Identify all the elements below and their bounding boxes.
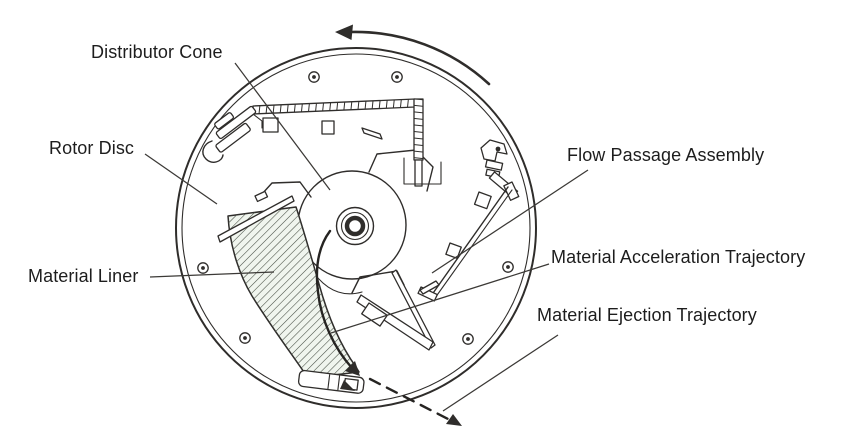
strip-foot-bracket (403, 157, 442, 185)
wear-tip-right (480, 139, 520, 201)
port-sliver (419, 280, 440, 295)
bolt-holes (197, 71, 514, 345)
material-acceleration-trajectory (315, 229, 360, 376)
bolt-icon (239, 332, 251, 344)
bolt-icon (502, 261, 514, 273)
label-rotor-disc: Rotor Disc (49, 138, 135, 158)
ejection-arrowhead-icon (446, 414, 462, 426)
liner-top-plate (217, 195, 295, 243)
rotation-direction-arrow-icon (335, 24, 491, 86)
feed-wall (252, 98, 442, 187)
wear-tip-upper-left (202, 105, 257, 163)
wall-sliver (361, 127, 383, 140)
liner-pin (254, 190, 269, 203)
rotor-rim (175, 47, 537, 409)
bolt-icon (462, 333, 474, 345)
leader-acceleration (330, 263, 550, 334)
tip-hook (480, 139, 508, 162)
leader-material-liner (149, 271, 275, 278)
label-material-ejection-trajectory: Material Ejection Trajectory (537, 305, 757, 325)
leader-ejection (442, 334, 559, 412)
bottom-port-assembly (297, 269, 440, 394)
support-arm (391, 269, 436, 349)
tip-arrow-icon (340, 380, 355, 391)
bolt-icon (197, 262, 209, 274)
trajectory-arrowhead-icon (345, 361, 360, 376)
label-distributor-cone: Distributor Cone (91, 42, 223, 62)
leader-rotor-disc (144, 153, 218, 205)
leader-lines (144, 62, 589, 412)
tip-hook (202, 140, 224, 163)
label-material-liner: Material Liner (28, 266, 139, 286)
bolt-icon (391, 71, 403, 83)
bolt-icon (308, 71, 320, 83)
hub-ring (344, 215, 366, 237)
material-liner (217, 190, 360, 379)
material-ejection-trajectory (368, 377, 462, 426)
leader-flow-passage (431, 169, 589, 274)
label-flow-passage-assembly: Flow Passage Assembly (567, 145, 765, 165)
label-material-acceleration-trajectory: Material Acceleration Trajectory (551, 247, 806, 267)
leader-distributor-cone (234, 62, 331, 191)
